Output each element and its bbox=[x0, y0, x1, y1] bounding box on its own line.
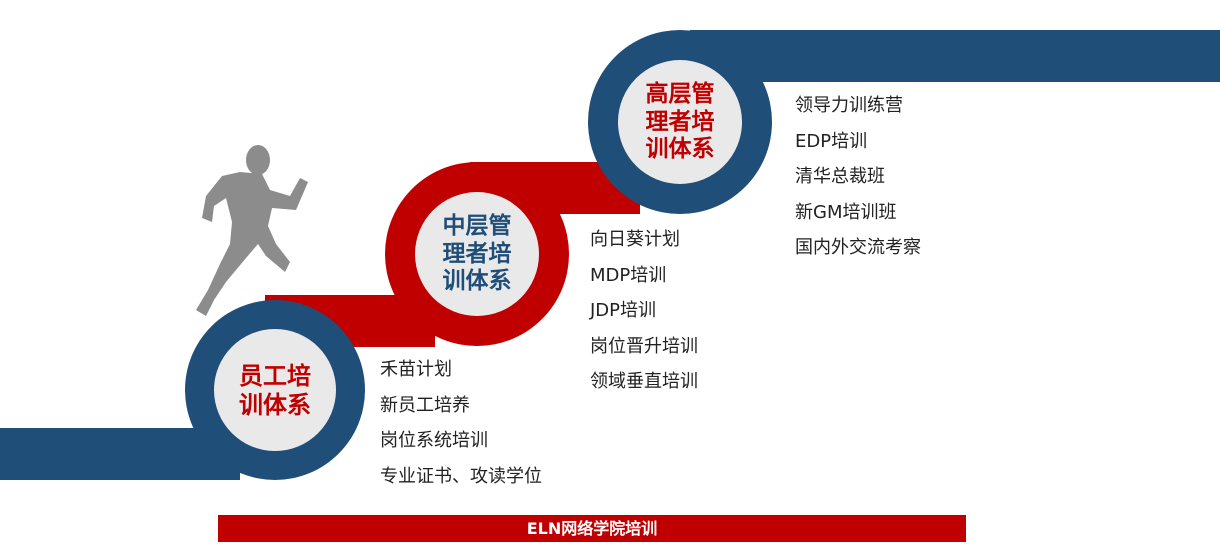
list-item: 岗位系统培训 bbox=[380, 430, 488, 451]
list-item: 禾苗计划 bbox=[380, 359, 452, 380]
level-2-inner-disc bbox=[415, 192, 539, 316]
level-3-title: 高层管 理者培 训体系 bbox=[645, 81, 715, 163]
list-item: 领导力训练营 bbox=[795, 95, 903, 116]
list-item: 向日葵计划 bbox=[590, 229, 680, 250]
list-item: 新员工培养 bbox=[380, 394, 470, 416]
list-item: MDP培训 bbox=[590, 264, 667, 286]
eln-footer-bar: ELN网络学院培训 bbox=[218, 515, 966, 542]
level-1-title: 员工培 训体系 bbox=[239, 362, 311, 419]
level-1-inner-disc bbox=[214, 329, 336, 451]
level-2-items: 向日葵计划 MDP培训 JDP培训 岗位晋升培训 领域垂直培训 bbox=[590, 222, 698, 400]
level-3-inner-disc bbox=[618, 60, 742, 184]
level-1-items: 禾苗计划 新员工培养 岗位系统培训 专业证书、攻读学位 bbox=[380, 352, 542, 494]
level-3-items: 领导力训练营 EDP培训 清华总裁班 新GM培训班 国内外交流考察 bbox=[795, 88, 921, 266]
level-2-title: 中层管 理者培 训体系 bbox=[442, 213, 512, 295]
list-item: JDP培训 bbox=[590, 300, 657, 321]
list-item: 岗位晋升培训 bbox=[590, 335, 698, 357]
list-item: 清华总裁班 bbox=[795, 166, 885, 187]
runner-icon bbox=[196, 145, 308, 316]
list-item: 专业证书、攻读学位 bbox=[380, 465, 542, 487]
list-item: 领域垂直培训 bbox=[590, 371, 698, 392]
list-item: EDP培训 bbox=[795, 130, 868, 152]
top-blue-band bbox=[690, 30, 1220, 82]
list-item: 新GM培训班 bbox=[795, 201, 897, 223]
list-item: 国内外交流考察 bbox=[795, 237, 921, 258]
